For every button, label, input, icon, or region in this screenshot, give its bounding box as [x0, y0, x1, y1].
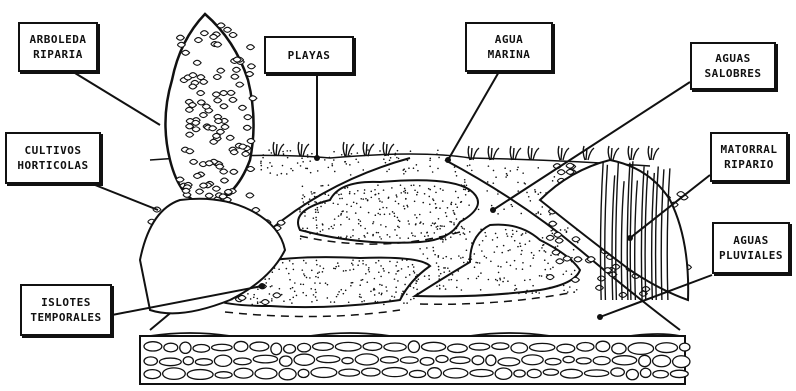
label-agua-marina: AGUA MARINA [465, 22, 553, 72]
stone-bed-pebbles [144, 341, 690, 380]
label-islotes-temporales: ISLOTES TEMPORALES [20, 284, 112, 336]
islet-upper [298, 180, 478, 243]
label-playas: PLAYAS [264, 36, 354, 74]
label-arboleda-riparia: ARBOLEDA RIPARIA [18, 22, 98, 72]
leader-cultivos [95, 185, 158, 210]
label-aguas-salobres: AGUAS SALOBRES [690, 42, 776, 90]
leader-arboleda [70, 70, 160, 125]
label-aguas-pluviales: AGUAS PLUVIALES [712, 222, 790, 274]
leader-agua-marina [448, 70, 500, 160]
label-cultivos-horticolas: CULTIVOS HORTICOLAS [5, 132, 101, 184]
label-matorral-ripario: MATORRAL RIPARIO [710, 132, 788, 182]
